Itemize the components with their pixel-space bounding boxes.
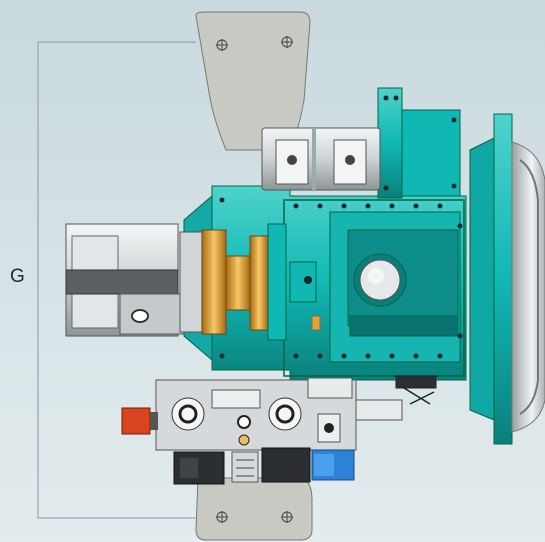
dimension-g [37,41,196,519]
valve-block [121,377,403,451]
top-mounting-bracket [195,11,311,151]
pressure-gauge-icon [171,397,205,431]
top-hydraulic-pump [261,87,461,199]
dimension-label: G [10,266,25,287]
coupling [201,223,287,341]
pressure-gauge-icon [268,397,302,431]
bolt-hole-icon [281,511,293,523]
bolt-hole-icon [216,39,228,51]
bolt-hole-icon [216,511,228,523]
fittings [395,375,437,405]
flywheel-disc [469,113,545,445]
solenoid-valve-icon [173,447,355,485]
bottom-mounting-bracket [195,477,313,541]
bolt-hole-icon [281,36,293,48]
left-motor [65,223,203,337]
